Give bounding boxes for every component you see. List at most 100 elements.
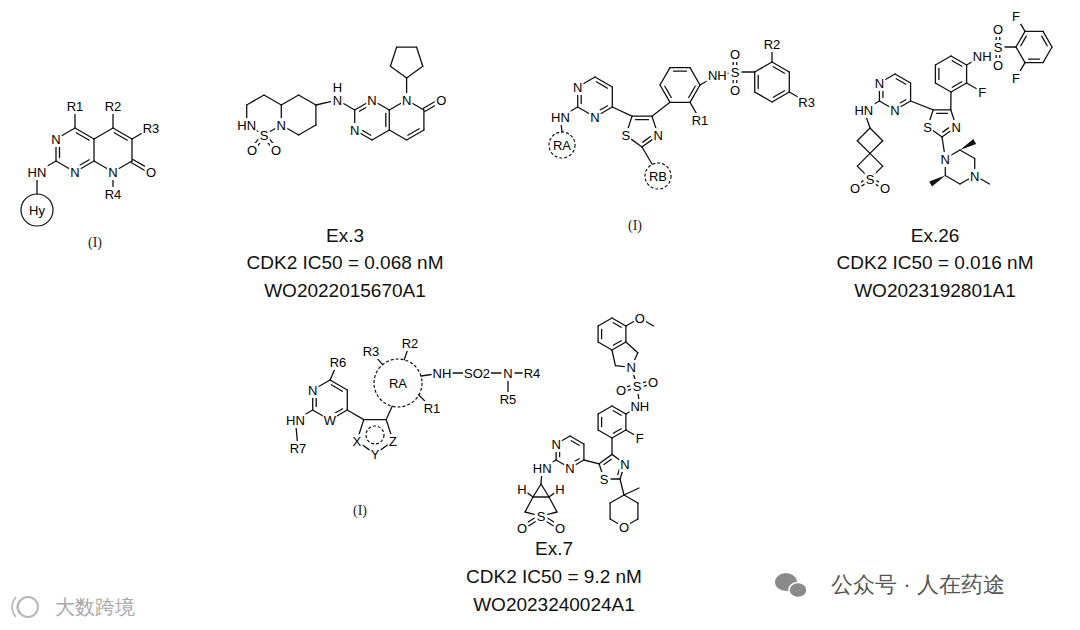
bond-line	[951, 150, 960, 155]
bond-line	[390, 66, 406, 78]
bond-line	[598, 342, 612, 350]
bond-line	[870, 153, 883, 166]
compound-caption: Ex.7	[535, 539, 573, 558]
atom-label-text: O	[634, 311, 646, 326]
bond-line	[879, 90, 880, 101]
atom-label-text: O	[516, 521, 528, 536]
atom-label-text: RA	[552, 138, 572, 153]
bond-line	[577, 94, 578, 107]
atom-label: NH	[972, 48, 993, 64]
atom-label-text: N	[564, 461, 575, 476]
atom-label: N	[589, 109, 600, 125]
bond-line	[630, 519, 638, 524]
atom-label: SO2	[463, 365, 491, 381]
atom-label-text: O	[618, 520, 630, 535]
bond-line	[527, 518, 534, 523]
bond-line	[343, 104, 354, 110]
bond-line	[646, 322, 654, 326]
bond-line	[613, 341, 621, 346]
atom-label: N	[619, 456, 630, 472]
atom-label-text: O	[729, 83, 741, 98]
bond-line	[598, 406, 612, 414]
bond-line	[385, 114, 386, 127]
bond-line	[755, 62, 772, 72]
atom-label-text: O	[435, 93, 447, 108]
bond-line	[930, 110, 933, 120]
atom-label: R1	[691, 112, 710, 128]
bond-line	[952, 61, 962, 67]
atom-label-text: RB	[648, 169, 668, 184]
bond-line	[933, 109, 951, 110]
atom-label: R3	[797, 94, 816, 110]
atom-label: S	[730, 64, 741, 80]
atom-label-text: H	[516, 482, 527, 497]
bond-line	[56, 161, 69, 168]
bond-line	[571, 441, 579, 446]
bond-line	[114, 133, 127, 140]
atom-label-text: S	[599, 472, 610, 487]
bond-line	[423, 102, 434, 108]
atom-label: O	[554, 520, 566, 536]
atom-label-text: N	[550, 437, 561, 452]
bond-line	[299, 125, 316, 135]
atom-label: S	[865, 171, 876, 187]
bond-line	[406, 78, 407, 93]
atom-label-text: F	[635, 431, 645, 446]
bond-line	[637, 503, 638, 519]
bond-line	[548, 512, 557, 514]
atom-label-text: N	[619, 457, 630, 472]
bond-line	[540, 475, 542, 484]
bond-line	[281, 95, 298, 105]
bond-line	[612, 318, 626, 326]
wedge-bond	[929, 176, 945, 187]
atom-label: O	[634, 310, 646, 326]
compound-caption-text: Ex.3	[326, 225, 364, 246]
atom-label-text: F	[1011, 71, 1021, 86]
atom-label-text: NH	[707, 68, 728, 83]
bond-line	[642, 139, 653, 147]
atom-label: O	[849, 180, 861, 196]
atom-label-text: S	[993, 40, 1004, 55]
bond-line	[363, 445, 370, 450]
bond-line	[389, 110, 390, 130]
atom-label: R2	[401, 335, 420, 351]
bond-line	[631, 139, 642, 147]
bond-line	[628, 389, 630, 391]
bond-line	[1025, 31, 1043, 32]
atom-label-text: N	[951, 120, 962, 135]
atom-label-text: HN	[853, 103, 874, 118]
bond-line	[133, 159, 146, 166]
bond-line	[581, 94, 582, 104]
atom-label-text: S	[259, 128, 270, 143]
atom-label: O	[435, 92, 447, 108]
atom-label-text: HN	[27, 165, 48, 180]
bond-line	[615, 365, 624, 367]
bond-line	[624, 495, 638, 503]
atom-label-text: S	[922, 120, 933, 135]
bond-line	[611, 478, 620, 479]
bond-line	[1042, 36, 1048, 46]
bond-line	[674, 71, 687, 72]
bond-line	[1005, 46, 1016, 47]
formula-number: (I)	[88, 234, 102, 250]
atom-label-text: O	[647, 375, 659, 390]
bond-line	[690, 68, 700, 85]
bond-line	[910, 83, 911, 101]
logo-icon	[12, 597, 20, 617]
bond-line	[347, 410, 364, 420]
atom-label: N	[401, 92, 412, 108]
bond-line	[665, 86, 671, 97]
bond-line	[613, 323, 621, 328]
atom-label-text: R1	[423, 401, 442, 416]
formula-number-text: (I)	[353, 503, 367, 518]
atom-label: NH	[707, 67, 728, 83]
bond-line	[386, 406, 392, 419]
watermark-text: 公众号 · 人在药途	[831, 572, 1005, 597]
formula-number: (I)	[353, 502, 367, 518]
atom-label: N	[107, 164, 118, 180]
bond-line	[599, 106, 607, 111]
bond-line	[935, 56, 951, 65]
atom-label-text: N	[332, 93, 343, 108]
atom-label: R4	[104, 186, 123, 202]
